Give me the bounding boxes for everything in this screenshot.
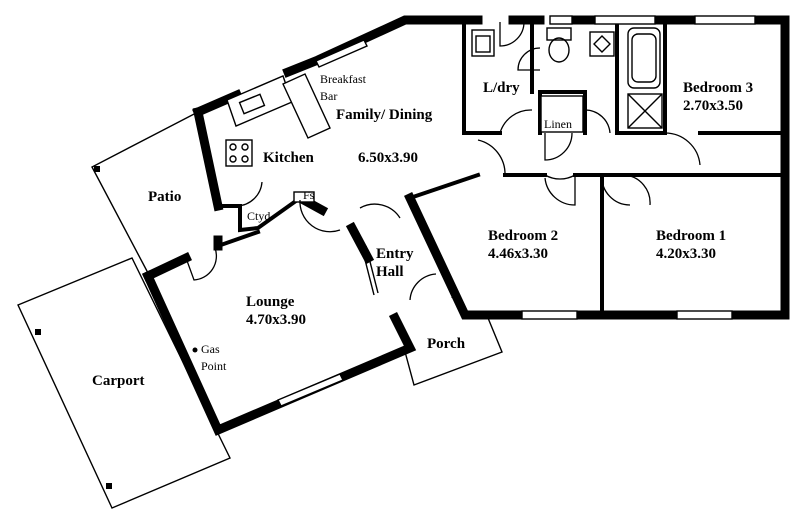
- fs-label: Fs: [303, 188, 315, 202]
- bedroom2-label: Bedroom 2: [488, 228, 558, 244]
- carport-label: Carport: [92, 373, 145, 389]
- hall-label: Hall: [376, 264, 404, 280]
- interior-walls: [407, 20, 787, 315]
- bedroom1-label: Bedroom 1: [656, 228, 726, 244]
- carport-slab: [17, 257, 231, 509]
- porch-label: Porch: [427, 336, 466, 352]
- breakfast-label: Breakfast: [320, 72, 367, 86]
- point-label: Point: [201, 359, 227, 373]
- room-labels: Breakfast Bar Family/ Dining 6.50x3.90 L…: [92, 72, 753, 389]
- wet-area-fixtures: [471, 27, 663, 133]
- bedroom3-size: 2.70x3.50: [683, 98, 743, 114]
- family-dining-label: Family/ Dining: [336, 107, 433, 123]
- doors: [185, 21, 701, 301]
- lounge-size: 4.70x3.90: [246, 312, 306, 328]
- gas-point-marker: [192, 347, 198, 353]
- family-dining-size: 6.50x3.90: [358, 150, 418, 166]
- bedroom1-size: 4.20x3.30: [656, 246, 716, 262]
- windows: [277, 15, 756, 407]
- patio-label: Patio: [148, 189, 181, 205]
- entry-label: Entry: [376, 246, 414, 262]
- bedroom2-size: 4.46x3.30: [488, 246, 548, 262]
- courtyard-label: Ctyd: [247, 209, 270, 223]
- bar-label: Bar: [320, 89, 337, 103]
- kitchen-label: Kitchen: [263, 150, 314, 166]
- bedroom3-label: Bedroom 3: [683, 80, 753, 96]
- porch-slab: [403, 317, 503, 386]
- patio-slab: [91, 111, 199, 274]
- lounge-label: Lounge: [246, 294, 295, 310]
- laundry-label: L/dry: [483, 80, 520, 96]
- gas-label: Gas: [201, 342, 220, 356]
- courtyard-recess: [215, 195, 303, 249]
- linen-label: Linen: [544, 117, 572, 131]
- kitchen-fixtures: [225, 73, 331, 203]
